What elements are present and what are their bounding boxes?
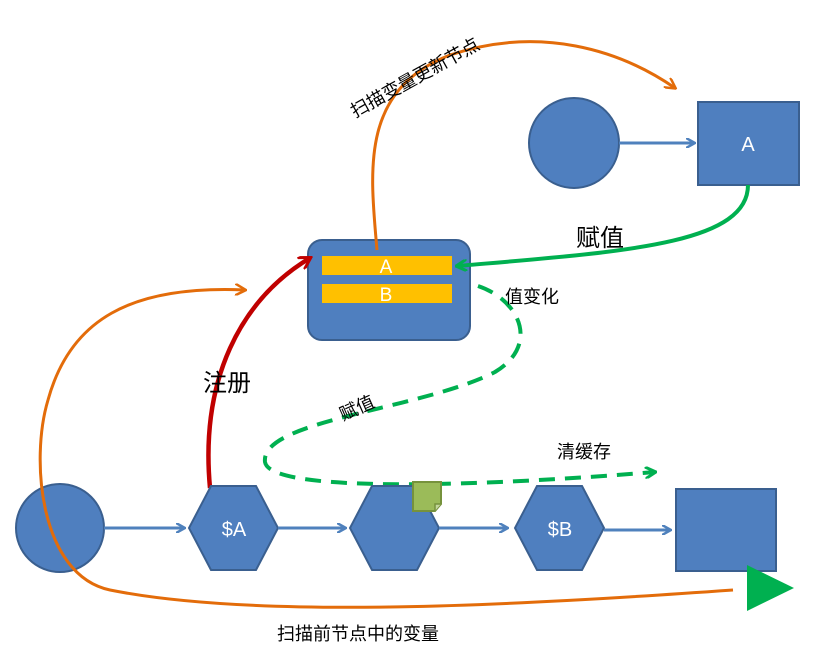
- bar-b-label: B: [380, 285, 393, 306]
- label-register: 注册: [203, 369, 251, 397]
- label-assign-mid: 赋值: [336, 392, 377, 426]
- label-assign-top: 赋值: [576, 224, 624, 252]
- top-circle-node: [528, 97, 620, 189]
- bottom-end-square: [675, 488, 777, 572]
- hex-b-label: $B: [548, 519, 572, 541]
- arrow-value-change: [262, 284, 655, 487]
- arrow-register: [206, 258, 310, 489]
- bar-a-label: A: [380, 257, 393, 278]
- bar-a: [322, 256, 452, 275]
- arrow-scan-previous: [38, 290, 734, 609]
- bottom-start-circle: [15, 483, 105, 573]
- hex-a-label: $A: [222, 519, 247, 541]
- note-fold: [434, 503, 441, 511]
- label-value-change: 值变化: [505, 287, 559, 308]
- play-triangle-icon: [747, 565, 794, 611]
- label-scan-update: 扫描变量更新节点: [347, 34, 483, 122]
- hex-b-node: [513, 485, 606, 571]
- arrow-assign-top: [457, 184, 750, 266]
- hex-a-node: [187, 485, 280, 571]
- arrow-scan-update: [371, 40, 675, 251]
- label-clear-cache: 清缓存: [557, 442, 611, 463]
- label-scan-previous: 扫描前节点中的变量: [277, 624, 439, 645]
- top-square-label: A: [741, 134, 755, 156]
- bar-b: [322, 284, 452, 303]
